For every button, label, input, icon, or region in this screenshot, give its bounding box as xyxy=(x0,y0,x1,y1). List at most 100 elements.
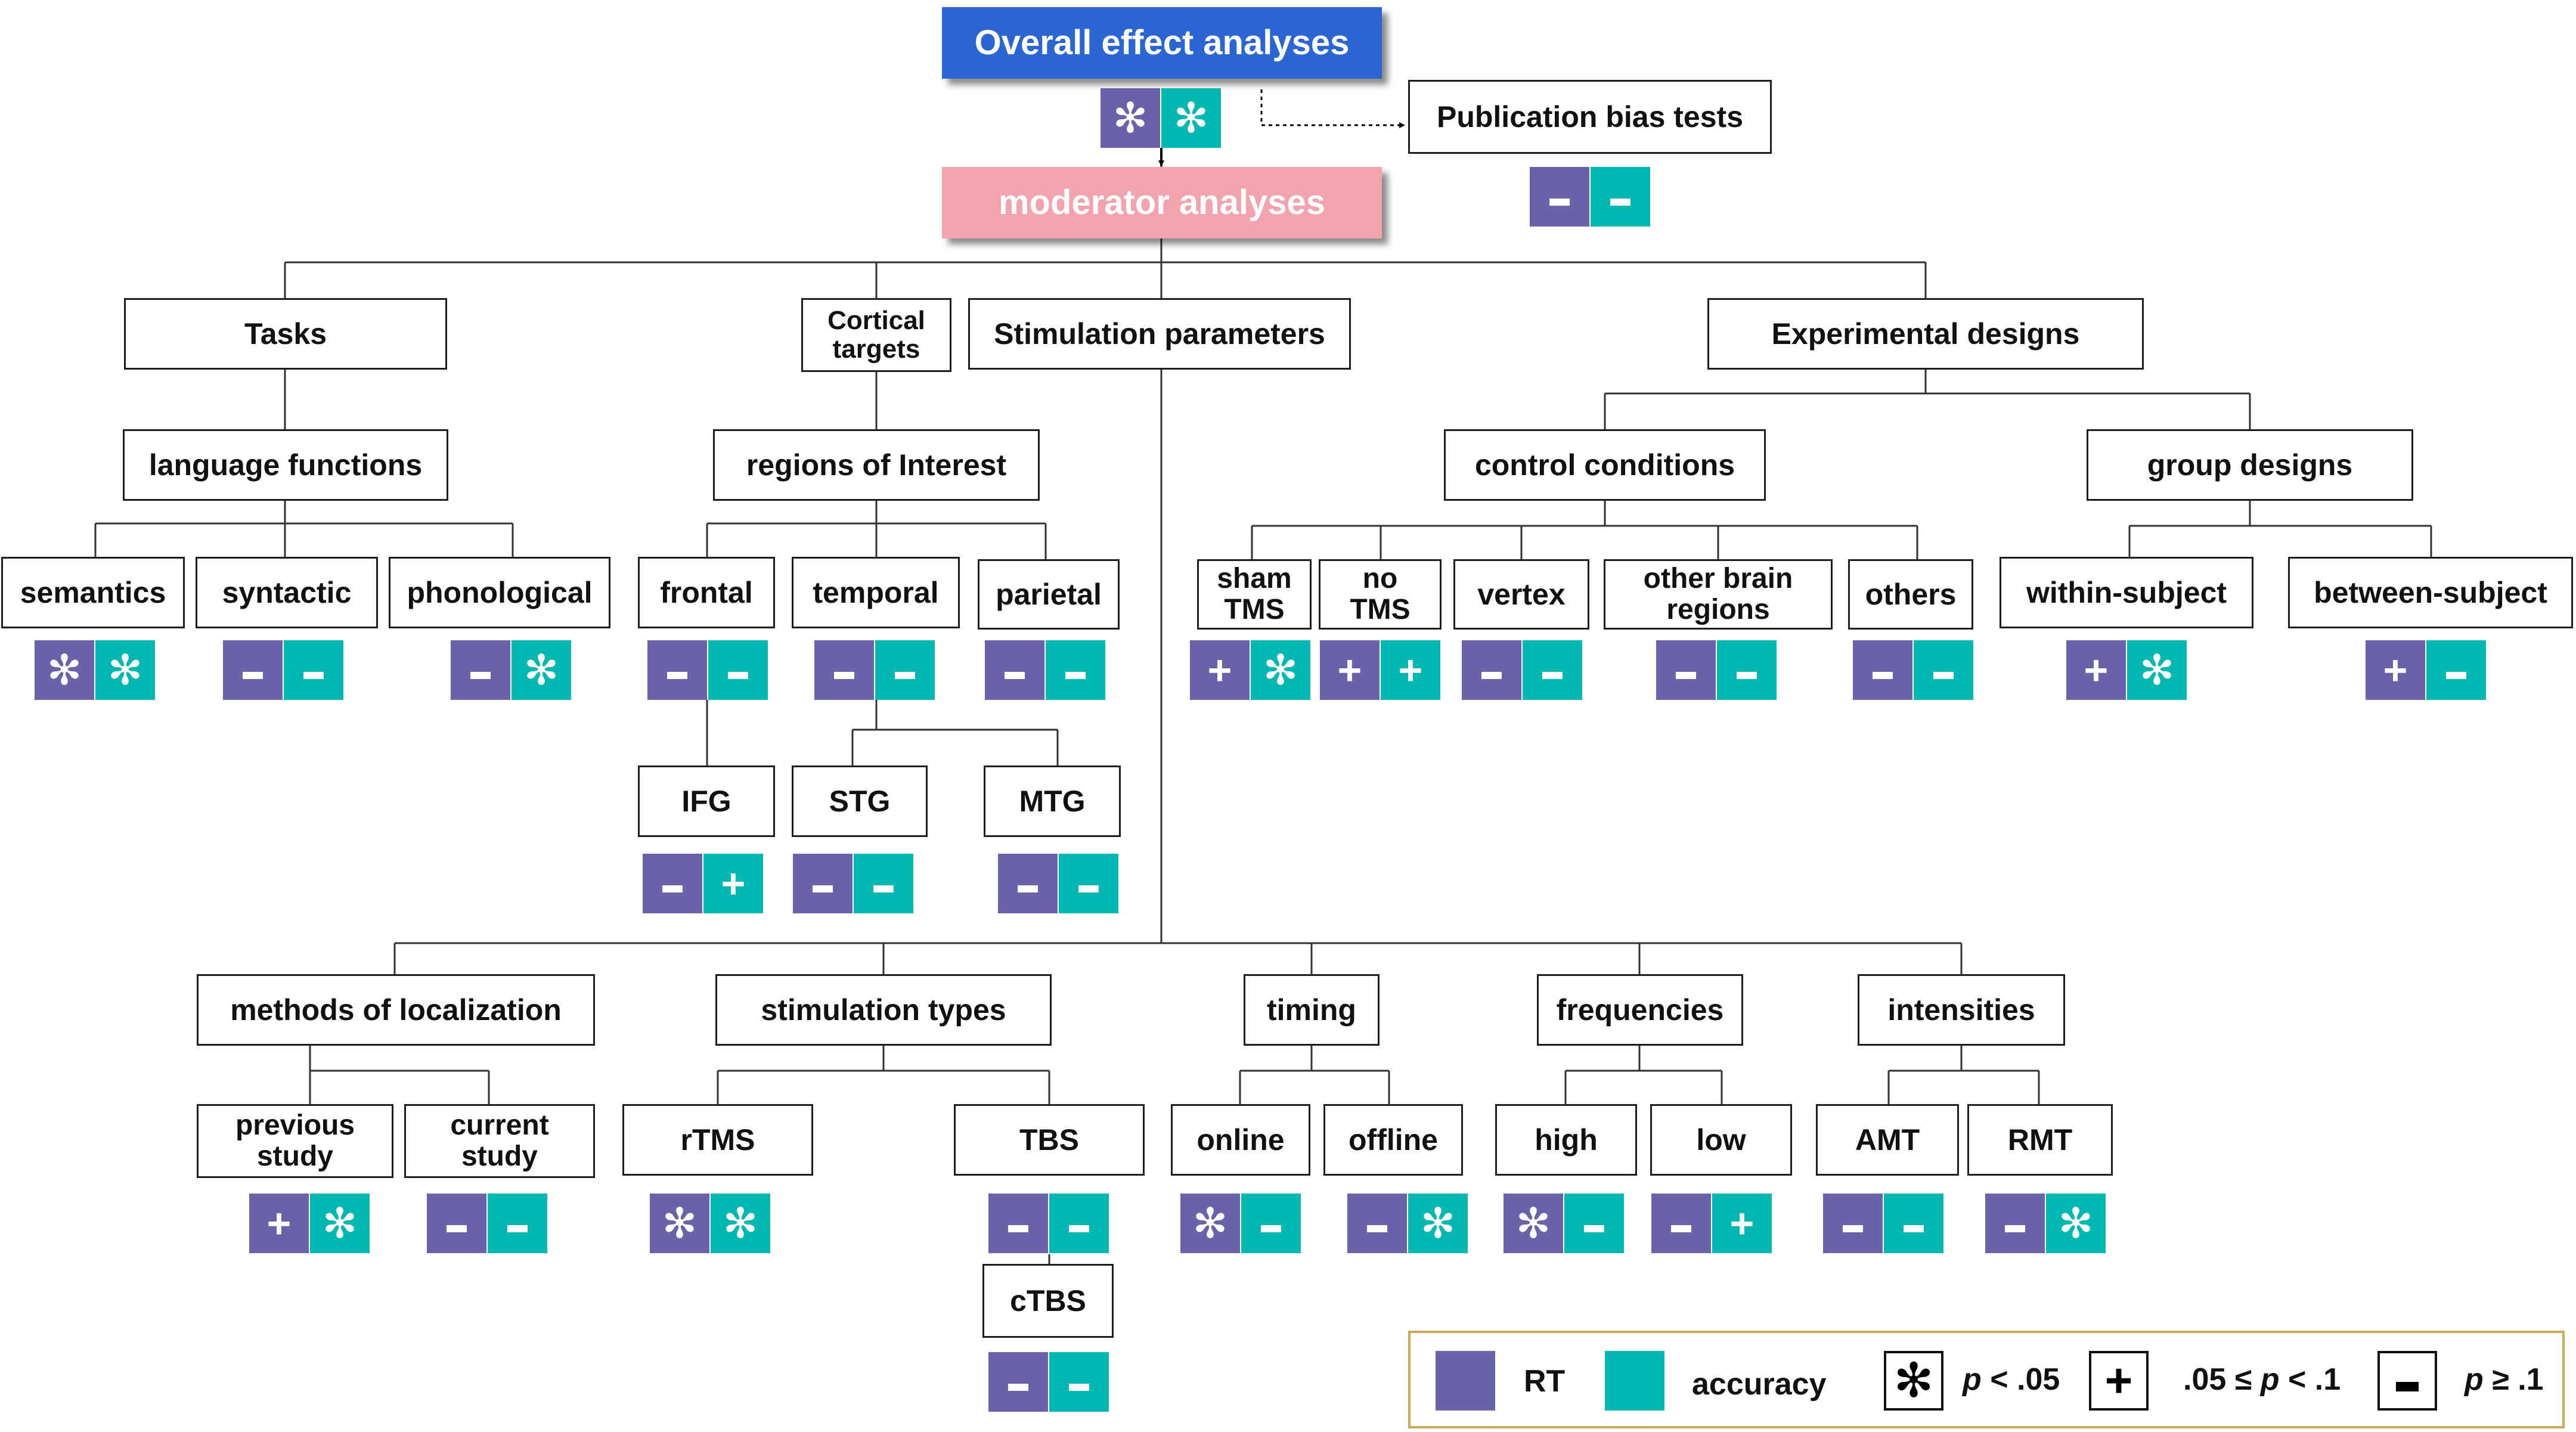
minus-bar xyxy=(662,885,683,892)
legend-trend-p: p xyxy=(2260,1362,2280,1397)
minus-bar xyxy=(1065,672,1086,679)
node-ifg: IFG xyxy=(638,765,775,837)
node-mtg: MTG xyxy=(984,765,1121,837)
current-rt-minus-icon xyxy=(427,1194,486,1253)
minus-bar xyxy=(1008,1384,1028,1391)
node-within: within-subject xyxy=(2000,557,2253,628)
node-between: between-subject xyxy=(2288,557,2573,628)
legend-significant-label: p < .05 xyxy=(1963,1364,2060,1395)
legend-significant-threshold: < .05 xyxy=(1981,1362,2060,1397)
minus-bar xyxy=(1933,672,1954,679)
minus-bar xyxy=(1261,1225,1281,1232)
minus-bar xyxy=(895,672,915,679)
legend-nonsignificant-label: p ≥ .1 xyxy=(2465,1364,2544,1395)
dashed-arrow-to-publication-bias xyxy=(1260,89,1405,128)
node-parietal: parietal xyxy=(978,559,1120,630)
node-low: low xyxy=(1650,1104,1792,1176)
syntactic-rt-minus-icon xyxy=(223,640,283,700)
amt-rt-minus-icon xyxy=(1823,1194,1883,1253)
legend-accuracy-label: accuracy xyxy=(1692,1367,1827,1402)
otherbrain-accuracy-minus-icon xyxy=(1717,640,1777,700)
node-syntactic: syntactic xyxy=(196,557,378,628)
high-rt-asterisk-icon: ✻ xyxy=(1504,1194,1563,1253)
ifg-accuracy-plus-icon: + xyxy=(703,854,763,913)
pubbias-accuracy-minus-icon xyxy=(1591,167,1650,227)
node-roi: regions of Interest xyxy=(713,429,1040,501)
node-pubbias: Publication bias tests xyxy=(1408,80,1772,154)
node-groupdes: group designs xyxy=(2087,429,2413,501)
legend-nonsignificant-p: p xyxy=(2465,1362,2484,1397)
minus-bar xyxy=(1542,672,1563,679)
minus-bar xyxy=(470,672,491,679)
minus-bar xyxy=(1584,1225,1604,1232)
ctbs-rt-minus-icon xyxy=(988,1352,1048,1412)
minus-bar xyxy=(1367,1225,1387,1232)
node-intensities: intensities xyxy=(1858,974,2065,1046)
minus-bar xyxy=(447,1225,467,1232)
stg-accuracy-minus-icon xyxy=(854,854,913,913)
minus-bar xyxy=(1481,672,1502,679)
node-stimtypes: stimulation types xyxy=(715,974,1052,1046)
node-others: others xyxy=(1848,559,1973,630)
minus-bar xyxy=(1018,885,1038,892)
minus-bar xyxy=(1676,672,1696,679)
node-vertex: vertex xyxy=(1453,559,1589,630)
phonological-accuracy-asterisk-icon: ✻ xyxy=(512,640,571,700)
tbs-rt-minus-icon xyxy=(988,1194,1048,1253)
syntactic-accuracy-minus-icon xyxy=(284,640,343,700)
legend-plus-icon: + xyxy=(2089,1351,2149,1411)
rtms-rt-asterisk-icon: ✻ xyxy=(650,1194,709,1253)
mtg-rt-minus-icon xyxy=(998,854,1058,913)
overall-accuracy-asterisk-icon: ✻ xyxy=(1161,88,1221,148)
legend-rt-swatch xyxy=(1436,1351,1495,1411)
node-high: high xyxy=(1495,1104,1637,1176)
others-rt-minus-icon xyxy=(1853,640,1912,700)
low-rt-minus-icon xyxy=(1651,1194,1711,1253)
semantics-rt-asterisk-icon: ✻ xyxy=(35,640,94,700)
stg-rt-minus-icon xyxy=(793,854,853,913)
rtms-accuracy-asterisk-icon: ✻ xyxy=(711,1194,770,1253)
node-stg: STG xyxy=(792,765,928,837)
node-otherbrain: other brain regions xyxy=(1604,559,1833,630)
frontal-accuracy-minus-icon xyxy=(708,640,768,700)
minus-bar xyxy=(1843,1225,1863,1232)
ifg-rt-minus-icon xyxy=(643,854,702,913)
online-accuracy-minus-icon xyxy=(1241,1194,1301,1253)
parietal-accuracy-minus-icon xyxy=(1046,640,1105,700)
rmt-rt-minus-icon xyxy=(1985,1194,2045,1253)
node-langfunc: language functions xyxy=(123,429,448,501)
node-online: online xyxy=(1171,1104,1310,1176)
ctbs-accuracy-minus-icon xyxy=(1049,1352,1109,1412)
vertex-rt-minus-icon xyxy=(1462,640,1521,700)
offline-rt-minus-icon xyxy=(1347,1194,1407,1253)
minus-bar xyxy=(873,885,894,892)
node-frontal: frontal xyxy=(638,557,775,628)
minus-bar xyxy=(243,672,263,679)
others-accuracy-minus-icon xyxy=(1914,640,1973,700)
pubbias-rt-minus-icon xyxy=(1530,167,1589,227)
minus-bar xyxy=(834,672,854,679)
node-phonological: phonological xyxy=(389,557,610,628)
minus-bar xyxy=(1078,885,1099,892)
node-tbs: TBS xyxy=(954,1104,1145,1176)
legend-trend-label: .05 ≤ p < .1 xyxy=(2183,1364,2341,1395)
node-semantics: semantics xyxy=(1,557,185,628)
frontal-rt-minus-icon xyxy=(647,640,707,700)
minus-bar xyxy=(507,1225,528,1232)
temporal-accuracy-minus-icon xyxy=(875,640,935,700)
within-rt-plus-icon: + xyxy=(2066,640,2126,700)
temporal-rt-minus-icon xyxy=(814,640,874,700)
notms-accuracy-plus-icon: + xyxy=(1381,640,1440,700)
node-rmt: RMT xyxy=(1967,1104,2113,1176)
node-amt: AMT xyxy=(1816,1104,1959,1176)
previous-accuracy-asterisk-icon: ✻ xyxy=(310,1194,370,1253)
legend-rt-label: RT xyxy=(1524,1364,1566,1399)
minus-bar xyxy=(2005,1225,2025,1232)
node-expdesigns: Experimental designs xyxy=(1707,298,2144,370)
node-notms: no TMS xyxy=(1319,559,1442,630)
parietal-rt-minus-icon xyxy=(985,640,1044,700)
rmt-accuracy-asterisk-icon: ✻ xyxy=(2046,1194,2106,1253)
sham-rt-plus-icon: + xyxy=(1190,640,1250,700)
minus-bar xyxy=(1873,672,1893,679)
otherbrain-rt-minus-icon xyxy=(1656,640,1716,700)
